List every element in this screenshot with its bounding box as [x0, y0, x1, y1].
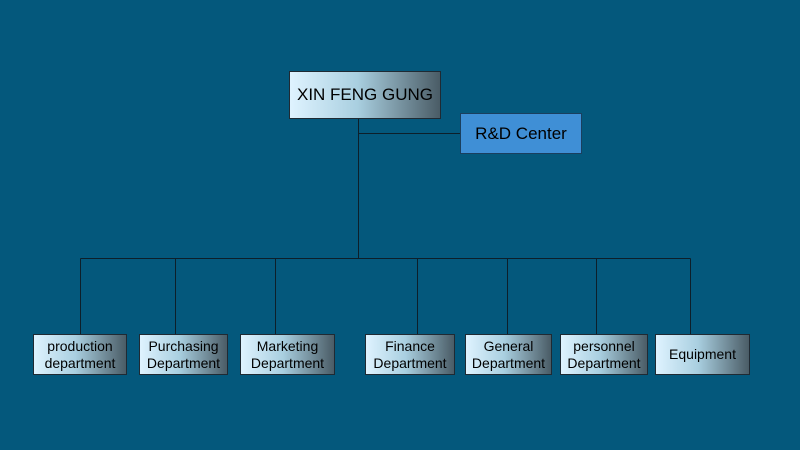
department-node-equipment: Equipment	[655, 334, 750, 375]
department-label: Finance Department	[373, 337, 447, 371]
department-node-personnel: personnel Department	[560, 334, 648, 375]
rd-center-node: R&D Center	[460, 113, 582, 154]
department-label: Marketing Department	[250, 337, 325, 371]
root-node-label: XIN FENG GUNG	[296, 85, 433, 104]
root-node: XIN FENG GUNG	[289, 71, 441, 119]
department-label: Purchasing Department	[146, 337, 221, 371]
department-node-purchasing: Purchasing Department	[139, 334, 228, 375]
department-node-production: production department	[33, 334, 127, 375]
department-node-marketing: Marketing Department	[240, 334, 335, 375]
department-label: personnel Department	[567, 337, 641, 371]
department-node-general: General Department	[465, 334, 552, 375]
department-label: General Department	[471, 337, 546, 371]
rd-center-label: R&D Center	[475, 123, 567, 143]
department-label: Equipment	[669, 346, 736, 362]
department-label: production department	[44, 337, 116, 371]
department-node-finance: Finance Department	[365, 334, 455, 375]
